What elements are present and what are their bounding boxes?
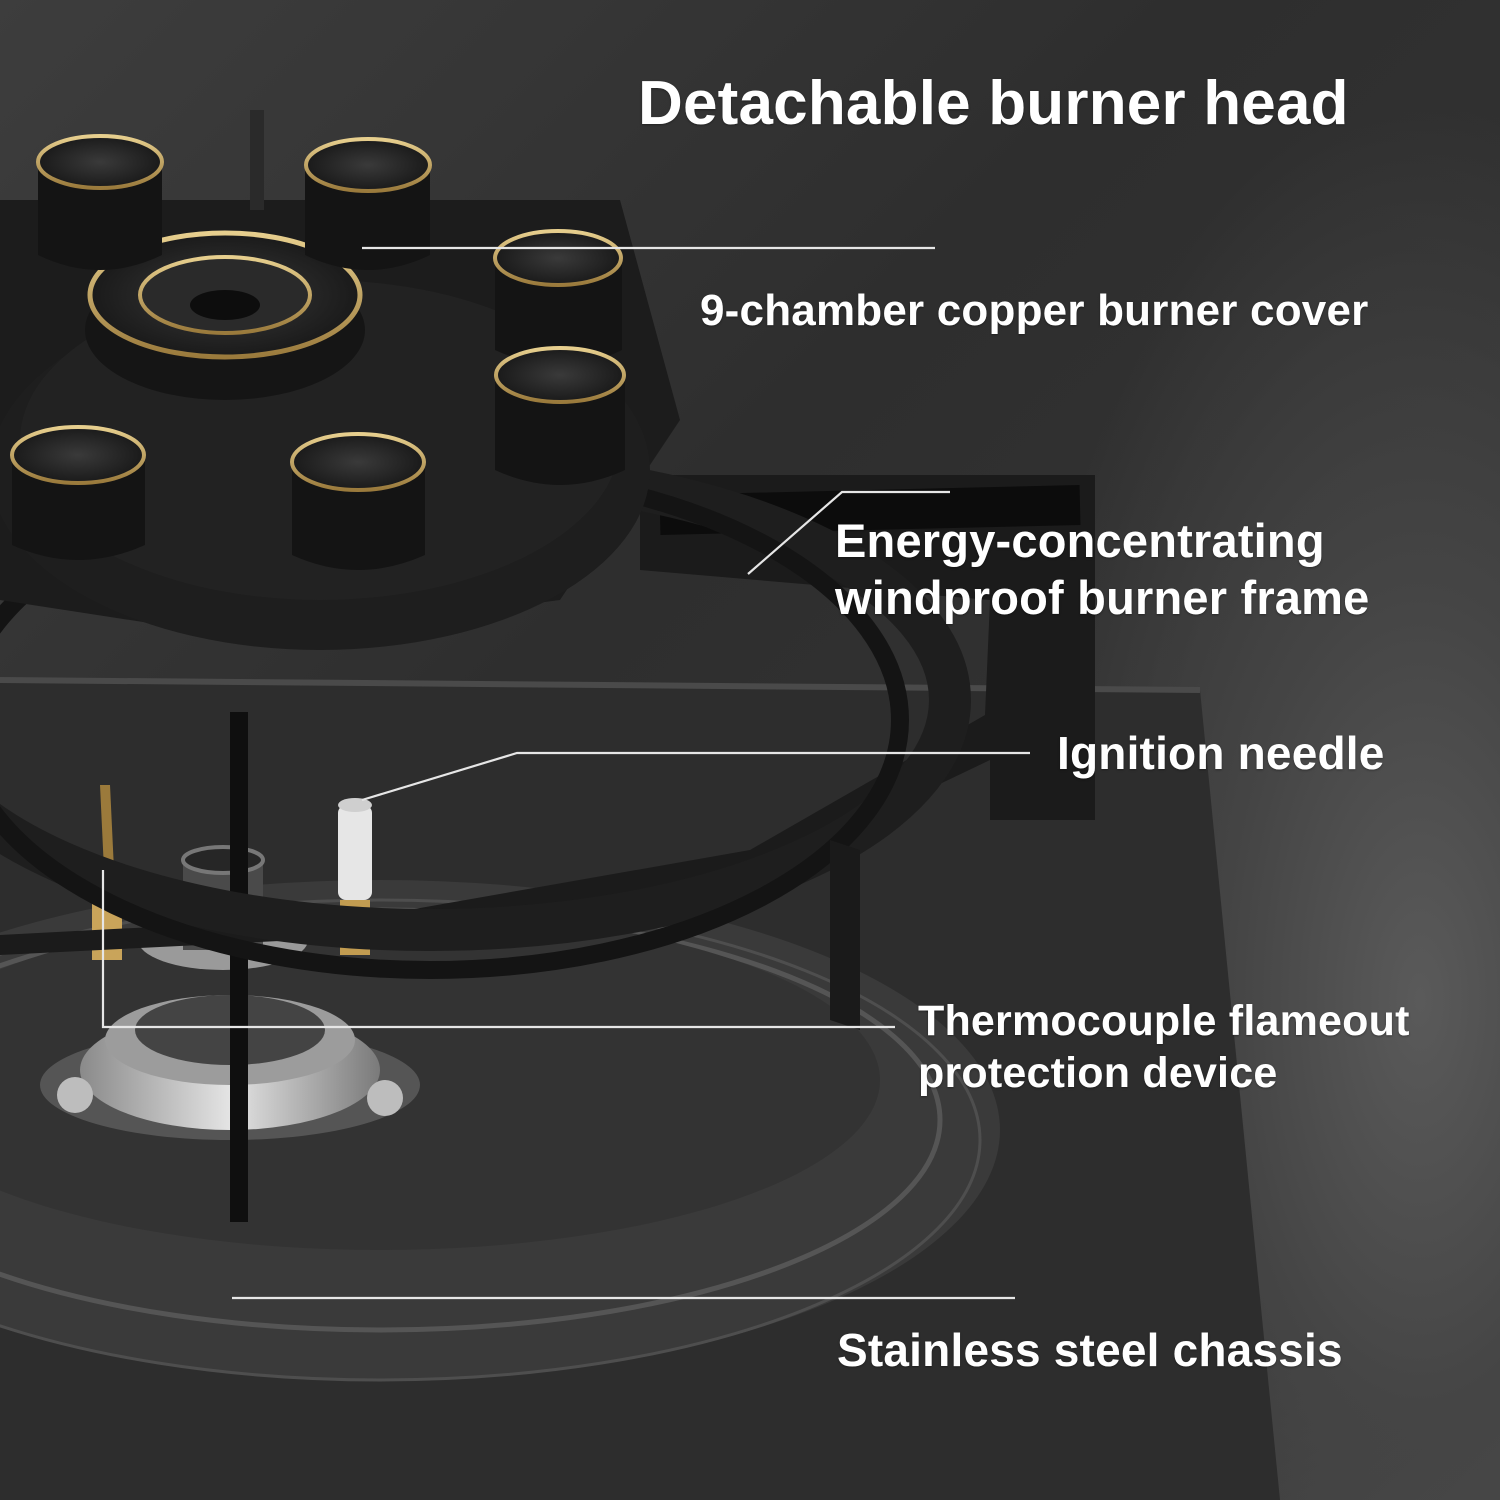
burner-cap xyxy=(494,346,626,485)
title-detachable-burner-head: Detachable burner head xyxy=(638,69,1349,138)
separator-rod xyxy=(230,712,248,1222)
leader-thermocouple xyxy=(101,870,895,1029)
burner-cap xyxy=(304,137,432,270)
label-burner-frame-line2: windproof burner frame xyxy=(835,571,1370,625)
copper-burner-cover xyxy=(10,134,626,570)
label-burner-frame: Energy-concentrating windproof burner fr… xyxy=(835,512,1369,627)
burner-cap xyxy=(10,425,146,560)
label-burner-cover: 9-chamber copper burner cover xyxy=(700,286,1369,335)
leader-lines xyxy=(101,246,1030,1300)
label-chassis: Stainless steel chassis xyxy=(837,1324,1343,1376)
label-thermocouple: Thermocouple flameout protection device xyxy=(918,995,1410,1100)
leader-ignition-needle xyxy=(361,751,1030,802)
burner-cap xyxy=(36,134,164,270)
label-thermocouple-line1: Thermocouple flameout xyxy=(918,997,1410,1045)
burner-cap xyxy=(290,432,426,570)
label-ignition-needle: Ignition needle xyxy=(1057,727,1385,779)
label-thermocouple-line2: protection device xyxy=(918,1049,1278,1098)
label-burner-frame-line1: Energy-concentrating xyxy=(835,514,1325,567)
burner-cap xyxy=(493,229,623,365)
leader-burner-frame xyxy=(747,490,950,575)
